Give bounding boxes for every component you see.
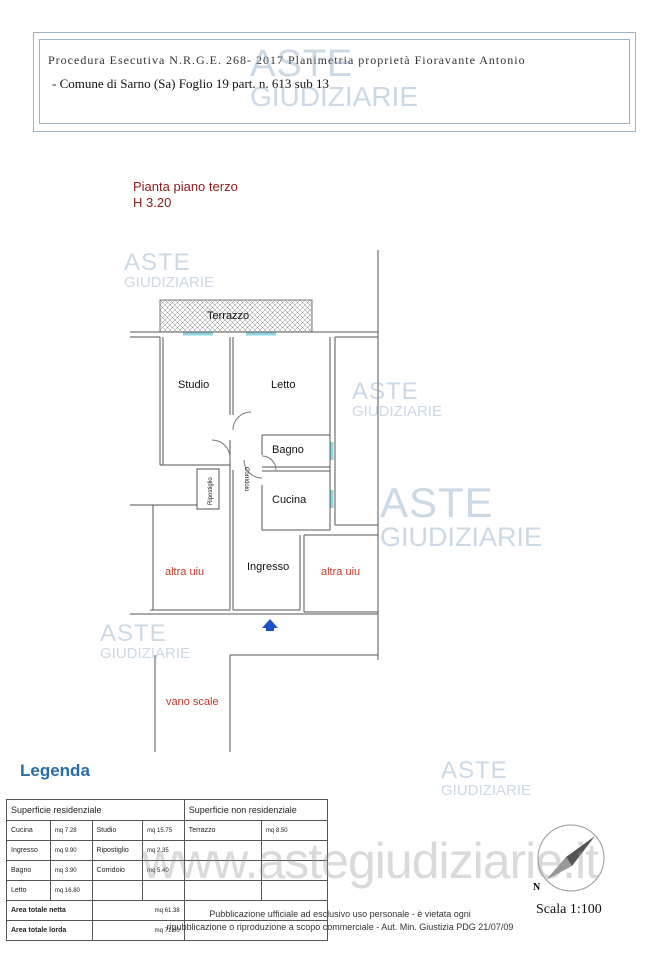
legend-cell: Ripostiglio (91, 840, 144, 861)
compass-rose-icon (537, 824, 605, 892)
legend-nonres-header: Superficie non residenziale (183, 799, 329, 821)
watermark-brand-top: ASTE (352, 378, 419, 405)
legend-cell: Studio (91, 820, 144, 841)
legend-net-label: Area totale netta (6, 900, 93, 921)
plan-title: Pianta piano terzo H 3.20 (133, 179, 238, 211)
table-row: Area totale lorda mq 71.60 (6, 920, 329, 941)
room-label-terrazzo: Terrazzo (207, 310, 250, 322)
watermark-logo: ASTE GIUDIZIARIE (124, 249, 215, 291)
footer-line-2: ripubblicazione o riproduzione a scopo c… (166, 922, 514, 932)
watermark-brand-top: ASTE (124, 249, 191, 276)
legend-gross-label: Area totale lorda (6, 920, 93, 941)
scale-label: Scala 1:100 (536, 902, 602, 917)
watermark-brand-bottom: GIUDIZIARIE (352, 403, 443, 420)
watermark-brand-bottom: GIUDIZIARIE (441, 782, 532, 799)
footer-publication-note: Pubblicazione ufficiale ad esclusivo uso… (140, 908, 540, 934)
footer-line-1: Pubblicazione ufficiale ad esclusivo uso… (209, 909, 471, 919)
room-label-cucina: Cucina (272, 494, 307, 506)
watermark-brand-bottom: GIUDIZIARIE (250, 81, 419, 112)
legend-cell: Bagno (6, 860, 51, 881)
legend-cell (183, 920, 329, 941)
room-label-altra-uiu-left: altra uiu (165, 566, 205, 578)
legend-res-header: Superficie residenziale (6, 799, 185, 821)
watermark-brand-top: ASTE (100, 620, 167, 647)
watermark-brand-top: ASTE (250, 43, 354, 85)
watermark-brand-bottom: GIUDIZIARIE (100, 645, 191, 662)
plan-floor-label: Pianta piano terzo (133, 179, 238, 194)
watermark-logo: ASTE GIUDIZIARIE (250, 45, 418, 111)
room-label-corridoio: Corridoio (243, 467, 249, 492)
entrance-arrow-icon (262, 619, 278, 631)
header-frame-outer (33, 32, 636, 132)
legend-gross-value: mq 71.60 (91, 920, 185, 941)
compass-north-label: N (533, 882, 541, 893)
watermark-brand-bottom: GIUDIZIARIE (124, 274, 215, 291)
legend-cell: mq 16.80 (49, 880, 93, 901)
legend-table: Superficie residenziale Superficie non r… (6, 799, 329, 954)
room-label-bagno: Bagno (272, 444, 304, 456)
legend-cell: mq 3.90 (49, 860, 93, 881)
legend-cell: Ingresso (6, 840, 51, 861)
table-row: Area totale netta mq 61.38 (6, 900, 329, 921)
legend-cell: Cucina (6, 820, 51, 841)
watermark-logo: ASTE GIUDIZIARIE (100, 620, 191, 662)
room-label-ripostiglio: Ripostiglio (208, 477, 214, 505)
watermark-brand-top: ASTE (441, 757, 508, 784)
header-procedure-text: Procedura Esecutiva N.R.G.E. 268- 2017 P… (48, 53, 526, 67)
watermark-brand-top: ASTE (380, 479, 494, 526)
legend-cell: mq 9.90 (49, 840, 93, 861)
watermark-logo: ASTE GIUDIZIARIE (352, 378, 443, 420)
watermark-url: www.astegiudiziarie.it (142, 833, 599, 889)
table-row: Letto mq 16.80 (6, 880, 329, 901)
plan-height-label: H 3.20 (133, 195, 172, 210)
watermark-brand-bottom: GIUDIZIARIE (380, 522, 543, 552)
room-label-ingresso: Ingresso (247, 561, 290, 573)
room-label-letto: Letto (271, 379, 296, 391)
room-label-altra-uiu-right: altra uiu (321, 566, 361, 578)
watermark-logo: ASTE GIUDIZIARIE (380, 482, 542, 551)
header-frame-inner (39, 39, 630, 124)
room-label-studio: Studio (178, 379, 210, 391)
legend-cell: mq 7.28 (49, 820, 93, 841)
legend-cell: Letto (6, 880, 51, 901)
legend-cell (91, 880, 144, 901)
header-cadastral-text: - Comune di Sarno (Sa) Foglio 19 part. n… (52, 76, 329, 91)
legend-cell: Corridoio (91, 860, 144, 881)
watermark-logo: ASTE GIUDIZIARIE (441, 757, 532, 799)
legend-title: Legenda (20, 761, 90, 780)
ripostiglio-room (196, 468, 220, 510)
room-label-vano-scale: vano scale (166, 696, 219, 708)
